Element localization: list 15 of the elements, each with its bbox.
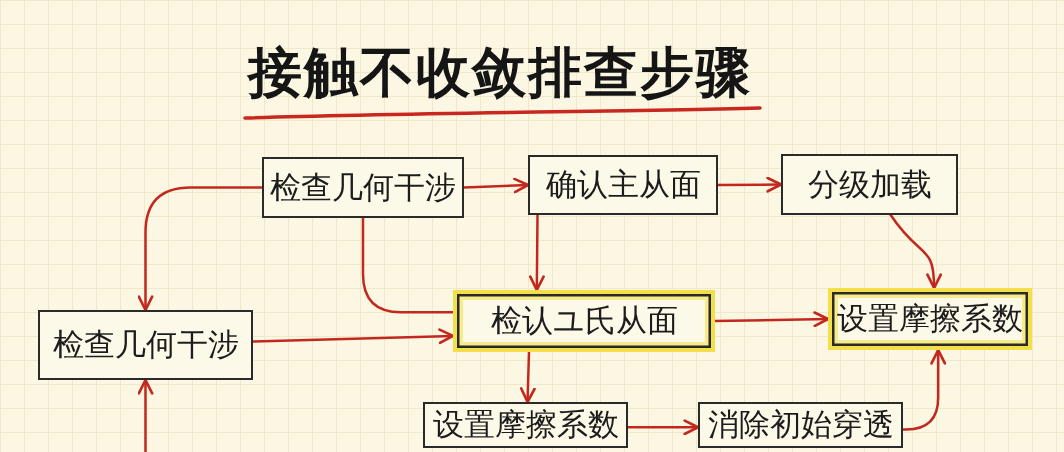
connector-line xyxy=(361,216,455,314)
arrow xyxy=(528,213,545,292)
process-box: 检查几何干涉 xyxy=(38,310,253,380)
title: 接触不收敛排查步骤 xyxy=(246,40,753,106)
arrow xyxy=(519,350,536,404)
process-box: 设置摩擦系数 xyxy=(423,402,628,448)
arrow xyxy=(137,186,264,312)
highlighted-box: 检认ユ氏从面 xyxy=(453,290,715,352)
process-box: 消除初始穿透 xyxy=(698,402,903,448)
arrow xyxy=(889,213,942,290)
highlighted-box: 设置摩擦系数 xyxy=(828,288,1032,350)
arrow xyxy=(137,378,154,452)
process-box: 分级加载 xyxy=(781,154,958,215)
process-box: 检查几何干涉 xyxy=(262,157,464,218)
process-box: 确认主从面 xyxy=(528,155,718,215)
